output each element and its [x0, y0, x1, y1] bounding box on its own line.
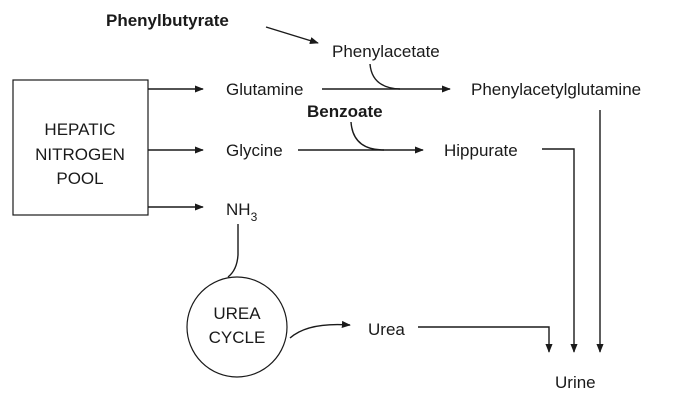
urea-to-urine-arrow: [418, 326, 553, 353]
phenylbutyrate-to-phenylacetate-arrow: [265, 26, 319, 45]
urine-label: Urine: [555, 373, 596, 392]
urea-cycle-circle: [186, 276, 288, 378]
nh3-subscript-text: 3: [251, 210, 258, 224]
benzoate-label: Benzoate: [307, 102, 383, 121]
nh3-base-text: NH: [226, 200, 251, 219]
benzoate-joining-curve: [350, 121, 385, 151]
phenylacetate-joining-curve: [369, 63, 401, 90]
hepatic-pool-line-2: NITROGEN: [35, 145, 125, 164]
hepatic-pool-line-3: POOL: [56, 169, 103, 188]
nh3-label: NH3: [226, 200, 258, 224]
hippurate-to-urine-arrow: [542, 148, 578, 353]
phenylacetylglutamine-label: Phenylacetylglutamine: [471, 80, 641, 99]
phenylacetate-label: Phenylacetate: [332, 42, 440, 61]
nh3-to-urea-cycle-connector: [227, 224, 239, 278]
urea-label: Urea: [368, 320, 405, 339]
urea-cycle-line-1: UREA: [213, 304, 261, 323]
phenylbutyrate-label: Phenylbutyrate: [106, 11, 229, 30]
urea-cycle-to-urea-arrow: [289, 320, 351, 339]
hepatic-nitrogen-pool-box: [12, 79, 149, 216]
urea-cycle-line-2: CYCLE: [209, 328, 266, 347]
hepatic-pool-line-1: HEPATIC: [44, 120, 115, 139]
hippurate-label: Hippurate: [444, 141, 518, 160]
glutamine-label: Glutamine: [226, 80, 303, 99]
glycine-label: Glycine: [226, 141, 283, 160]
